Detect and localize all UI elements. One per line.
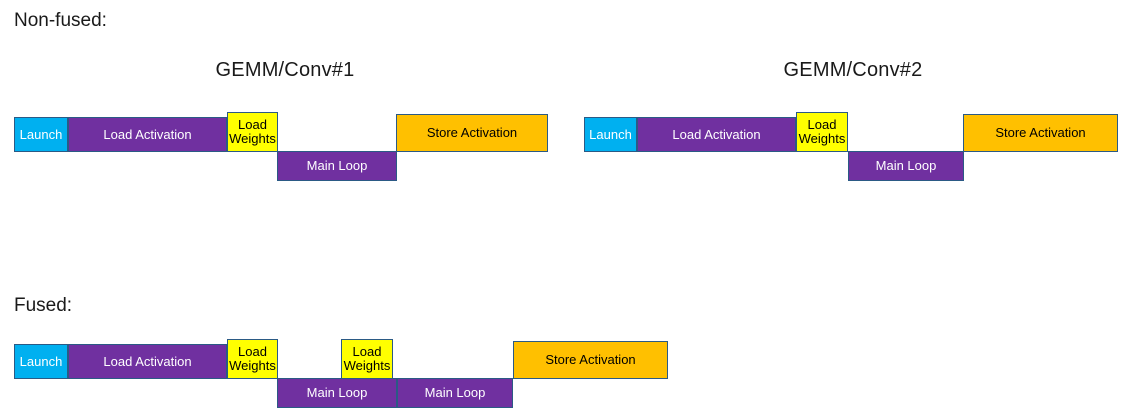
block-label: Store Activation [426, 125, 518, 140]
block-fused-load-weights-2: Load Weights [227, 339, 278, 379]
block-label: Main Loop [875, 158, 937, 173]
block-label: Load Activation [672, 126, 761, 142]
block-label: Main Loop [306, 385, 368, 400]
block-group1-load-weights-2: Load Weights [227, 112, 278, 152]
block-label: Launch [19, 126, 63, 142]
section-label-fused: Fused: [14, 295, 73, 316]
block-group2-main-loop-4: Main Loop [848, 151, 964, 181]
block-label: Main Loop [306, 158, 368, 173]
block-group2-launch-0: Launch [584, 117, 637, 152]
block-label: Load Activation [103, 126, 192, 142]
block-fused-load-activation-1: Load Activation [68, 344, 227, 379]
block-label: Store Activation [995, 125, 1086, 140]
block-label: Store Activation [545, 352, 636, 367]
block-group1-store-activation-3: Store Activation [396, 114, 548, 152]
block-label: Load Activation [103, 353, 192, 369]
block-label: Load Weights [229, 117, 276, 146]
block-fused-load-weights-3: Load Weights [341, 339, 393, 379]
block-label: Load Weights [229, 344, 276, 373]
block-label: Load Weights [343, 344, 391, 373]
block-fused-main-loop-6: Main Loop [397, 378, 513, 408]
block-fused-main-loop-5: Main Loop [277, 378, 397, 408]
block-group2-load-weights-2: Load Weights [796, 112, 848, 152]
block-fused-launch-0: Launch [14, 344, 68, 379]
block-label: Load Weights [798, 117, 846, 146]
block-group1-main-loop-4: Main Loop [277, 151, 397, 181]
block-label: Launch [19, 353, 63, 369]
block-group1-load-activation-1: Load Activation [68, 117, 227, 152]
block-label: Launch [589, 126, 632, 142]
section-label-non-fused: Non-fused: [14, 10, 107, 31]
block-fused-store-activation-4: Store Activation [513, 341, 668, 379]
block-group1-launch-0: Launch [14, 117, 68, 152]
group-title-gemm-conv-1: GEMM/Conv#1 [215, 59, 355, 81]
group-title-gemm-conv-2: GEMM/Conv#2 [783, 59, 923, 81]
block-label: Main Loop [424, 385, 486, 400]
block-group2-store-activation-3: Store Activation [963, 114, 1118, 152]
block-group2-load-activation-1: Load Activation [637, 117, 796, 152]
